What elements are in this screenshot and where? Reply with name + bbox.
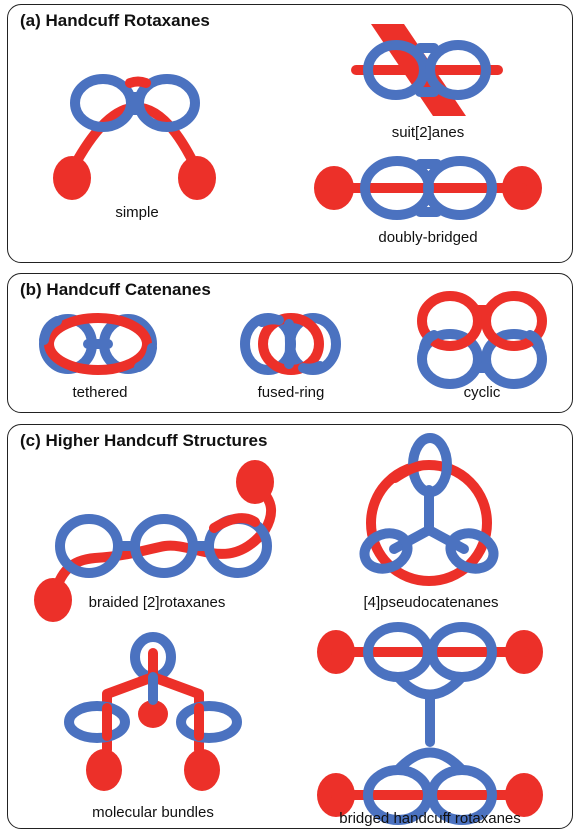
label-bundles: molecular bundles [92,804,214,821]
panel-b-title: (b) Handcuff Catenanes [20,280,211,299]
label-doubly-bridged: doubly-bridged [378,229,477,246]
molecular-bundle [64,632,242,791]
label-braided: braided [2]rotaxanes [89,594,226,611]
label-suitanes: suit[2]anes [392,124,465,141]
label-pseudocatenanes: [4]pseudocatenanes [363,594,498,611]
suitane-rotaxane [351,24,503,116]
tethered-catenane [39,313,157,375]
fused-ring-catenane [240,313,341,375]
panel-c-title: (c) Higher Handcuff Structures [20,431,268,450]
braided-rotaxane [34,460,277,622]
label-simple: simple [115,204,158,221]
label-fused-ring: fused-ring [258,384,325,401]
label-cyclic: cyclic [464,384,501,401]
bridged-handcuff-rotaxane [317,622,543,825]
cyclic-catenane [417,291,547,389]
label-tethered: tethered [72,384,127,401]
simple-rotaxane [53,74,216,200]
panel-a-title: (a) Handcuff Rotaxanes [20,11,210,30]
label-bridged: bridged handcuff rotaxanes [339,810,521,827]
pseudocatenane [359,433,499,586]
doubly-bridged-rotaxane [314,156,542,220]
